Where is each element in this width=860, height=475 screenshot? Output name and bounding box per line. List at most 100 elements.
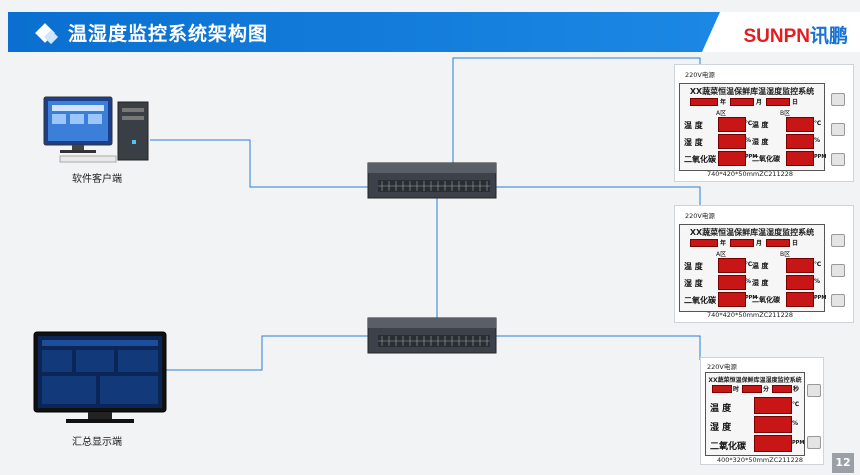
humid-label-b: 湿 度 xyxy=(752,138,769,146)
cable-switch1-board2 xyxy=(495,186,701,212)
led-board-2: XX蔬菜恒温保鲜库温湿度监控系统 年 月 日 A区 B区 温 度 ℃ 温 度 ℃… xyxy=(679,224,827,312)
humid-label: 湿 度 xyxy=(684,279,703,288)
hour-label: 时 xyxy=(733,386,740,393)
led-humid-b xyxy=(786,134,814,149)
led-temp xyxy=(754,397,792,414)
second-label: 秒 xyxy=(793,386,800,393)
sensor-icon xyxy=(807,384,821,397)
temp-label: 温 度 xyxy=(710,404,732,414)
co2-label-b: 二氧化碳 xyxy=(752,155,780,163)
header-bar: 温湿度监控系统架构图 SUNPN讯鹏 xyxy=(8,12,860,52)
temp-label: 温 度 xyxy=(684,262,703,271)
cable-client-switch1 xyxy=(150,139,370,188)
sensor-icon xyxy=(831,234,845,247)
brand-latin: SUNPN xyxy=(743,26,810,47)
board-title: XX蔬菜恒温保鲜库温湿度监控系统 xyxy=(708,377,802,384)
led-day xyxy=(766,239,790,247)
day-label: 日 xyxy=(792,240,799,247)
unit-ppm-b: PPM xyxy=(814,154,827,160)
led-co2 xyxy=(754,435,792,452)
led-humid-a xyxy=(718,275,746,290)
unit-ppm-a: PPM xyxy=(745,154,758,160)
led-month xyxy=(730,239,754,247)
minute-label: 分 xyxy=(763,386,770,393)
cable-switch1-board1 xyxy=(452,57,701,165)
co2-label: 二氧化碳 xyxy=(684,296,716,305)
co2-label-b: 二氧化碳 xyxy=(752,296,780,304)
unit-c-a: ℃ xyxy=(745,261,753,268)
led-second xyxy=(772,385,792,393)
led-board-3: XX蔬菜恒温保鲜库温湿度监控系统 时 分 秒 温 度 ℃ 湿 度 % 二氧化碳 … xyxy=(705,372,805,456)
sensor-icon xyxy=(831,93,845,106)
unit-pct-b: % xyxy=(814,137,821,144)
page-number: 12 xyxy=(832,453,854,473)
summary-display-label: 汇总显示端 xyxy=(72,437,122,448)
power-label: 220V电源 xyxy=(685,71,715,79)
power-label: 220V电源 xyxy=(707,363,737,371)
co2-label: 二氧化碳 xyxy=(684,155,716,164)
software-client-label: 软件客户端 xyxy=(72,174,122,185)
power-label: 220V电源 xyxy=(685,212,715,220)
page-title: 温湿度监控系统架构图 xyxy=(68,23,269,45)
brand-logo: SUNPN讯鹏 xyxy=(743,21,848,48)
sensor-icon xyxy=(831,123,845,136)
unit-c: ℃ xyxy=(792,401,800,408)
temp-label-b: 温 度 xyxy=(752,121,769,129)
cable-switch2-board3 xyxy=(495,335,701,360)
led-temp-a xyxy=(718,258,746,273)
display-panel-3: 220V电源 XX蔬菜恒温保鲜库温湿度监控系统 时 分 秒 温 度 ℃ 湿 度 … xyxy=(700,357,824,465)
network-switch-2 xyxy=(367,317,497,354)
summary-monitor-icon xyxy=(33,331,167,423)
led-humid xyxy=(754,416,792,433)
led-minute xyxy=(742,385,762,393)
humid-label: 湿 度 xyxy=(710,423,732,433)
temp-label-b: 温 度 xyxy=(752,262,769,270)
brand-cn: 讯鹏 xyxy=(809,26,848,47)
sensor-icon xyxy=(807,436,821,449)
sensor-icon xyxy=(831,264,845,277)
board-title: XX蔬菜恒温保鲜库温湿度监控系统 xyxy=(689,87,815,96)
unit-c-a: ℃ xyxy=(745,120,753,127)
cable-display-switch2 xyxy=(165,335,370,371)
display-panel-1: 220V电源 XX蔬菜恒温保鲜库温湿度监控系统 年 月 日 A区 B区 温 度 … xyxy=(674,64,854,182)
display-panel-2: 220V电源 XX蔬菜恒温保鲜库温湿度监控系统 年 月 日 A区 B区 温 度 … xyxy=(674,205,854,323)
humid-label-b: 湿 度 xyxy=(752,279,769,287)
led-humid-b xyxy=(786,275,814,290)
led-temp-b xyxy=(786,117,814,132)
led-humid-a xyxy=(718,134,746,149)
sensor-icon xyxy=(831,153,845,166)
logo: SUNPN讯鹏 xyxy=(702,12,860,52)
unit-pct: % xyxy=(792,420,799,427)
led-hour xyxy=(712,385,732,393)
humid-label: 湿 度 xyxy=(684,138,703,147)
led-co2-b xyxy=(786,292,814,307)
board-size: 740*420*50mmZC211228 xyxy=(707,170,794,178)
led-co2-a xyxy=(718,151,746,166)
temp-label: 温 度 xyxy=(684,121,703,130)
unit-ppm-b: PPM xyxy=(814,295,827,301)
unit-pct-a: % xyxy=(745,137,752,144)
led-month xyxy=(730,98,754,106)
day-label: 日 xyxy=(792,99,799,106)
zone-b-label: B区 xyxy=(780,251,791,258)
zone-a-label: A区 xyxy=(716,110,727,117)
unit-pct-b: % xyxy=(814,278,821,285)
unit-c-b: ℃ xyxy=(814,120,822,127)
board-size: 400*320*50mmZC211228 xyxy=(717,456,804,464)
network-switch-1 xyxy=(367,162,497,199)
zone-a-label: A区 xyxy=(716,251,727,258)
board-size: 740*420*50mmZC211228 xyxy=(707,311,794,319)
year-label: 年 xyxy=(720,99,727,106)
sensor-icon xyxy=(831,294,845,307)
year-label: 年 xyxy=(720,240,727,247)
unit-c-b: ℃ xyxy=(814,261,822,268)
pc-icon xyxy=(43,96,149,163)
led-temp-a xyxy=(718,117,746,132)
month-label: 月 xyxy=(756,240,763,247)
unit-ppm: PPM xyxy=(792,440,805,446)
board-title: XX蔬菜恒温保鲜库温湿度监控系统 xyxy=(689,228,815,237)
led-day xyxy=(766,98,790,106)
month-label: 月 xyxy=(756,99,763,106)
led-co2-b xyxy=(786,151,814,166)
